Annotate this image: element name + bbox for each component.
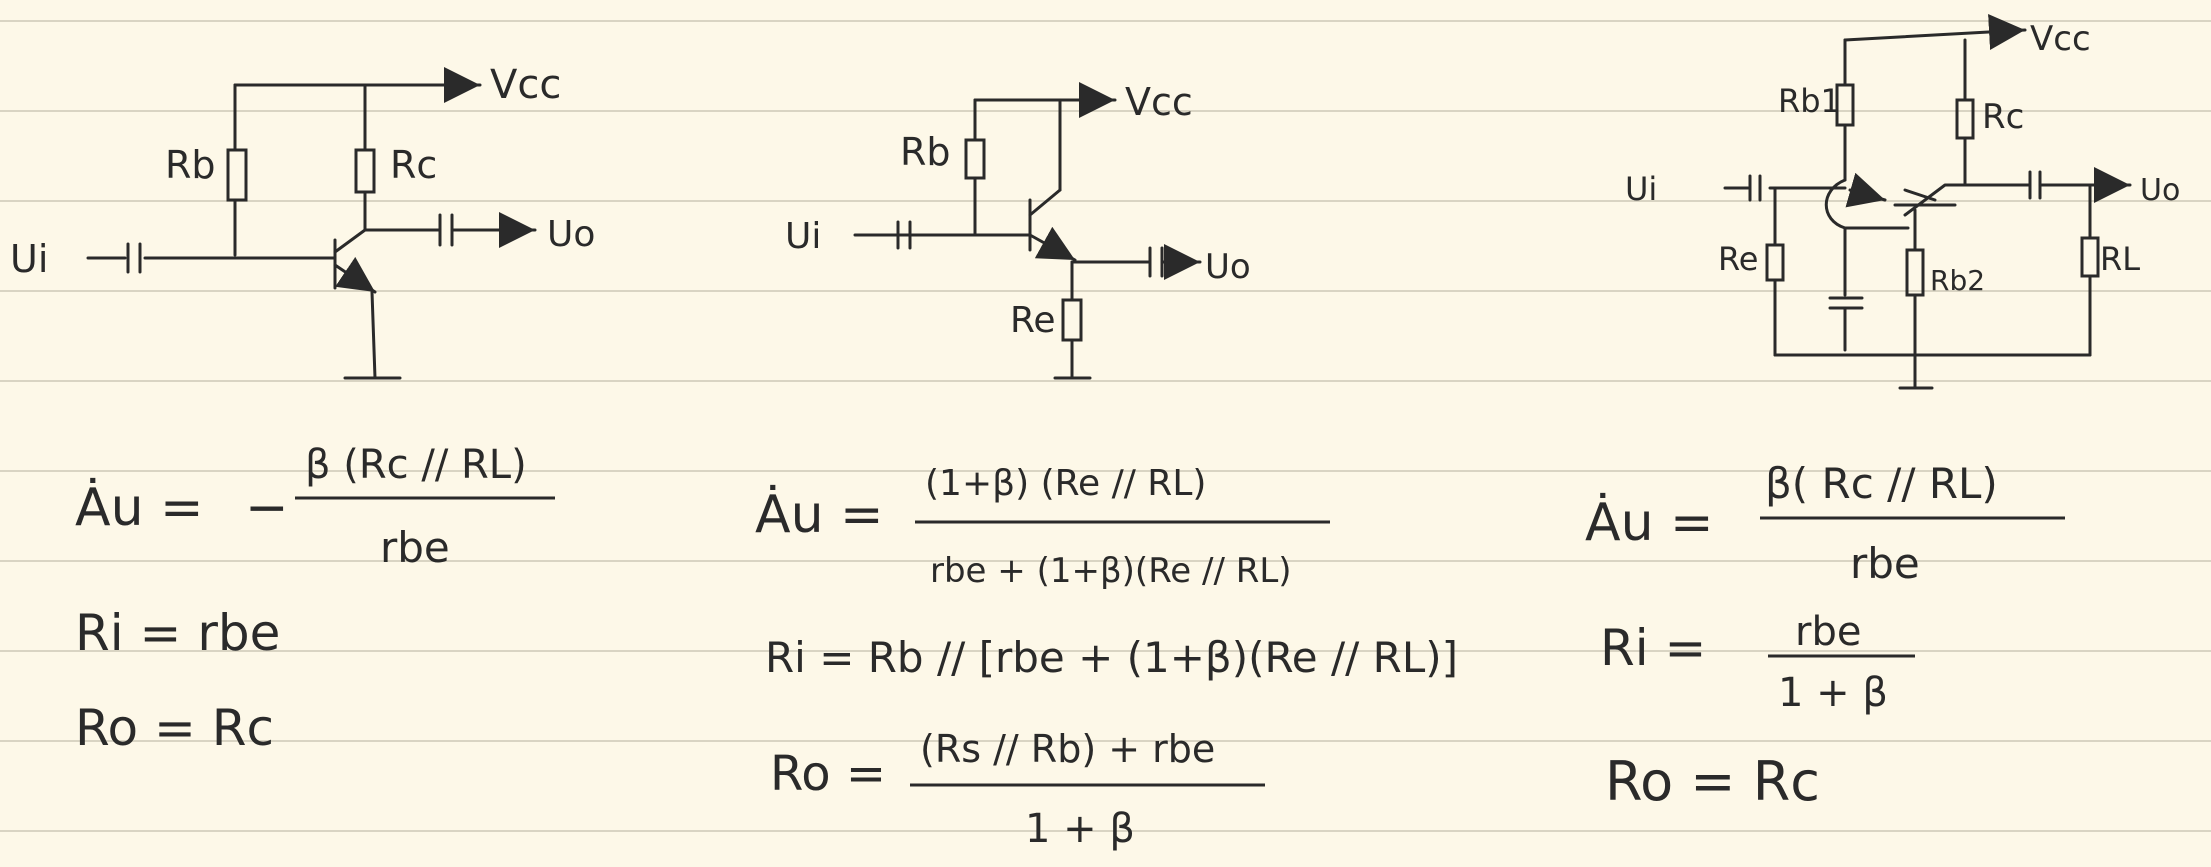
au-lhs: Ȧu = [1585,492,1714,553]
label-rb: Rb [900,130,951,174]
label-vcc: Vcc [2030,19,2091,59]
au-lhs: Ȧu = [75,477,204,538]
resistor-rc [354,148,376,194]
label-ui: Ui [10,237,48,281]
label-rb1: Rb1 [1778,82,1841,120]
ruled-line [0,650,2211,652]
ri-denominator: 1 + β [1778,670,1888,716]
label-rb2: Rb2 [1930,264,1985,297]
circuit-common-collector: Vcc Rb Re Ui Uo [785,80,1251,380]
formulas-common-base: Ȧu = β( Rc // RL) rbe Ri = rbe 1 + β Ro … [1585,459,2065,813]
au-denominator: rbe [1850,539,1920,588]
label-vcc: Vcc [490,62,561,108]
resistor-re [1061,298,1083,342]
ro-formula: Ro = Rc [1605,750,1820,813]
ruled-line [0,470,2211,472]
label-re: Re [1718,240,1758,278]
formulas-common-emitter: Ȧu = − β (Rc // RL) rbe Ri = rbe Ro = Rc [75,442,555,757]
resistor-rb [226,148,248,202]
resistor-rb [964,138,986,180]
label-uo: Uo [1205,247,1251,287]
label-vcc: Vcc [1125,80,1193,124]
au-denominator: rbe + (1+β)(Re // RL) [930,551,1292,591]
ri-lhs: Ri = [1600,619,1706,677]
label-ui: Ui [785,216,821,257]
ro-numerator: (Rs // Rb) + rbe [920,727,1215,771]
label-uo: Uo [2140,173,2180,208]
ruled-line [0,20,2211,22]
au-denominator: rbe [380,523,450,572]
circuit-common-emitter: Vcc Rb Rc Ui Uo [10,62,595,380]
label-rb: Rb [165,143,216,187]
ri-formula: Ri = rbe [75,604,280,662]
label-re: Re [1010,300,1056,341]
ruled-line [0,200,2211,202]
au-sign: − [245,478,289,538]
label-uo: Uo [547,214,595,255]
ro-denominator: 1 + β [1025,806,1135,852]
ruled-line [0,290,2211,292]
resistor-rc [1955,98,1975,140]
ri-numerator: rbe [1795,609,1861,655]
ruled-line [0,380,2211,382]
ri-formula: Ri = Rb // [rbe + (1+β)(Re // RL)] [765,633,1458,682]
au-numerator: β (Rc // RL) [305,442,527,488]
au-lhs: Ȧu = [755,484,884,545]
resistor-re [1765,243,1785,282]
ruled-line [0,830,2211,832]
ruled-line [0,740,2211,742]
ruled-line [0,560,2211,562]
ro-lhs: Ro = [770,746,886,802]
formulas-common-collector: Ȧu = (1+β) (Re // RL) rbe + (1+β)(Re // … [755,463,1458,852]
label-rc: Rc [390,143,437,187]
au-numerator: β( Rc // RL) [1765,459,1998,508]
resistor-rl [2080,236,2100,278]
label-rl: RL [2100,240,2140,278]
circuit-common-base: Vcc Rb1 Rc Ui Uo Re Rb2 RL [1625,14,2180,390]
label-rc: Rc [1982,97,2024,137]
resistor-rb2 [1905,248,1925,297]
label-ui: Ui [1625,170,1657,208]
au-numerator: (1+β) (Re // RL) [925,463,1206,504]
ro-formula: Ro = Rc [75,699,274,757]
